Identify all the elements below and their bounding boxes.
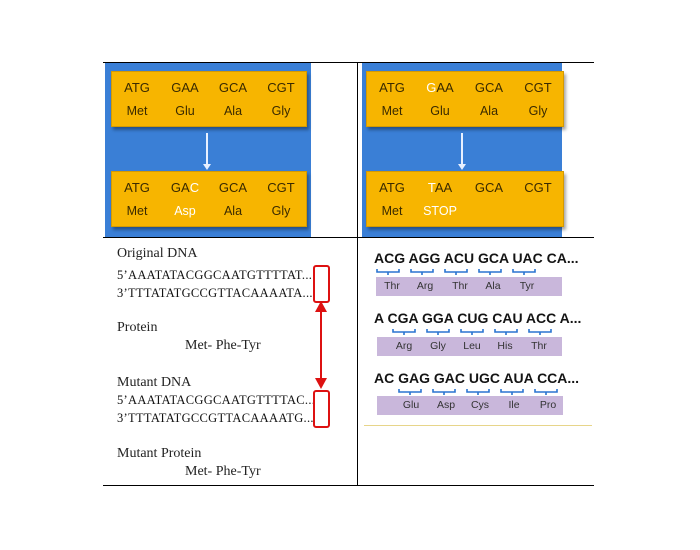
amino-acid-2: Glu	[430, 104, 450, 118]
table-center-divider	[357, 62, 358, 486]
codon-4: CGT	[267, 180, 295, 195]
frame-3-aa-1: Glu	[402, 399, 420, 411]
codon-2: GAA	[171, 80, 199, 95]
amino-acid-3: Ala	[223, 204, 243, 218]
codon-1: ATG	[379, 180, 405, 195]
codon-4: CGT	[267, 80, 295, 95]
frame-2-aa-5: Thr	[531, 340, 547, 352]
codon-2-unchanged: GA	[170, 180, 190, 195]
codon-2-rest: AA	[436, 80, 454, 95]
amino-acid-1: Met	[381, 204, 403, 218]
codon-2-rest: AA	[434, 180, 453, 195]
mutated-base: T	[427, 180, 435, 195]
codon-3: GCA	[218, 80, 248, 95]
codon-2: GAC	[160, 180, 210, 195]
codon-3: GCA	[474, 80, 504, 95]
codon-3: GCA	[218, 180, 248, 195]
down-arrow-icon	[458, 133, 466, 170]
mutant-protein-label: Mutant Protein	[117, 446, 202, 461]
amino-acid-1: Met	[126, 104, 148, 118]
frame-3-aa-2: Asp	[436, 399, 456, 411]
amino-acid-4: Gly	[271, 104, 291, 118]
mutant-codon-box: ATG GAC GCA CGT Met Asp Ala Gly	[111, 171, 307, 227]
amino-acid-3: Ala	[223, 104, 243, 118]
frame-1-aa-1: Thr	[384, 280, 400, 292]
frame-3-aa-3: Cys	[470, 399, 490, 411]
frame-1-aa-2: Arg	[416, 280, 434, 292]
down-arrow-icon	[203, 133, 211, 170]
codon-2: GAA	[415, 80, 465, 95]
frame-1-amino-acid-bar	[376, 277, 562, 296]
original-dna-3-strand: 3’TTTATATGCCGTTACAAAATA...	[117, 286, 313, 300]
frame-2-codons: A CGA GGA CUG CAU ACC A...	[374, 310, 582, 326]
mutant-base-highlight-box	[313, 390, 330, 428]
mutated-amino-acid: Asp	[174, 204, 196, 218]
codon-1: ATG	[124, 80, 150, 95]
frame-2-aa-4: His	[497, 340, 513, 352]
mutant-codon-box: ATG TAA GCA CGT Met STOP	[366, 171, 564, 227]
codon-1: ATG	[379, 80, 405, 95]
nonsense-mutation-panel: ATG GAA GCA CGT Met Glu Ala Gly ATG TAA …	[362, 63, 564, 237]
frame-1-aa-4: Ala	[485, 280, 501, 292]
frame-3-amino-acid-bar	[377, 396, 563, 415]
original-codon-box: ATG GAA GCA CGT Met Glu Ala Gly	[111, 71, 307, 127]
table-middle-border	[103, 237, 594, 238]
original-codon-box: ATG GAA GCA CGT Met Glu Ala Gly	[366, 71, 564, 127]
mutant-dna-label: Mutant DNA	[117, 375, 192, 390]
amino-acid-2: Glu	[175, 104, 195, 118]
frame-2-aa-1: Arg	[395, 340, 413, 352]
frames-bottom-rule	[364, 425, 592, 426]
frame-1-aa-3: Thr	[452, 280, 468, 292]
original-dna-label: Original DNA	[117, 246, 198, 261]
original-base-highlight-box	[313, 265, 330, 303]
mutant-protein-sequence: Met- Phe-Tyr	[185, 464, 261, 479]
table-top-border	[103, 62, 594, 63]
frame-1-codons: ACG AGG ACU GCA UAC CA...	[374, 250, 579, 266]
amino-acid-1: Met	[126, 204, 148, 218]
missense-mutation-panel: ATG GAA GCA CGT Met Glu Ala Gly ATG GAC …	[105, 63, 311, 237]
amino-acid-4: Gly	[271, 204, 291, 218]
frame-3-aa-4: Ile	[508, 399, 520, 411]
codon-4: CGT	[524, 180, 552, 195]
highlighted-base: G	[426, 80, 437, 95]
frame-2-amino-acid-bar	[377, 337, 562, 356]
mutant-dna-3-strand: 3’TTTATATGCCGTTACAAAATG...	[117, 411, 314, 425]
mutated-base: C	[189, 180, 200, 195]
protein-sequence: Met- Phe-Tyr	[185, 338, 261, 353]
codon-1: ATG	[124, 180, 150, 195]
codon-3: GCA	[474, 180, 504, 195]
frame-3-brackets	[398, 389, 558, 395]
frame-3-codons: AC GAG GAC UGC AUA CCA...	[374, 370, 580, 386]
codon-4: CGT	[524, 80, 552, 95]
frame-3-aa-5: Pro	[539, 399, 557, 411]
frame-1-aa-5: Tyr	[519, 280, 535, 292]
stop-label: STOP	[423, 204, 457, 218]
codon-2: TAA	[415, 180, 465, 195]
frame-2-aa-3: Leu	[463, 340, 481, 352]
amino-acid-1: Met	[381, 104, 403, 118]
mutant-dna-5-strand: 5’AAATATACGGCAATGTTTTAC...	[117, 393, 316, 407]
table-bottom-border	[103, 485, 594, 486]
amino-acid-4: Gly	[528, 104, 548, 118]
original-dna-5-strand: 5’AAATATACGGCAATGTTTTAT...	[117, 268, 313, 282]
amino-acid-3: Ala	[479, 104, 499, 118]
double-headed-arrow-icon	[315, 301, 327, 389]
frame-1-brackets	[376, 269, 536, 275]
protein-label: Protein	[117, 320, 158, 335]
frame-2-aa-2: Gly	[430, 340, 446, 352]
frame-2-brackets	[392, 329, 552, 335]
